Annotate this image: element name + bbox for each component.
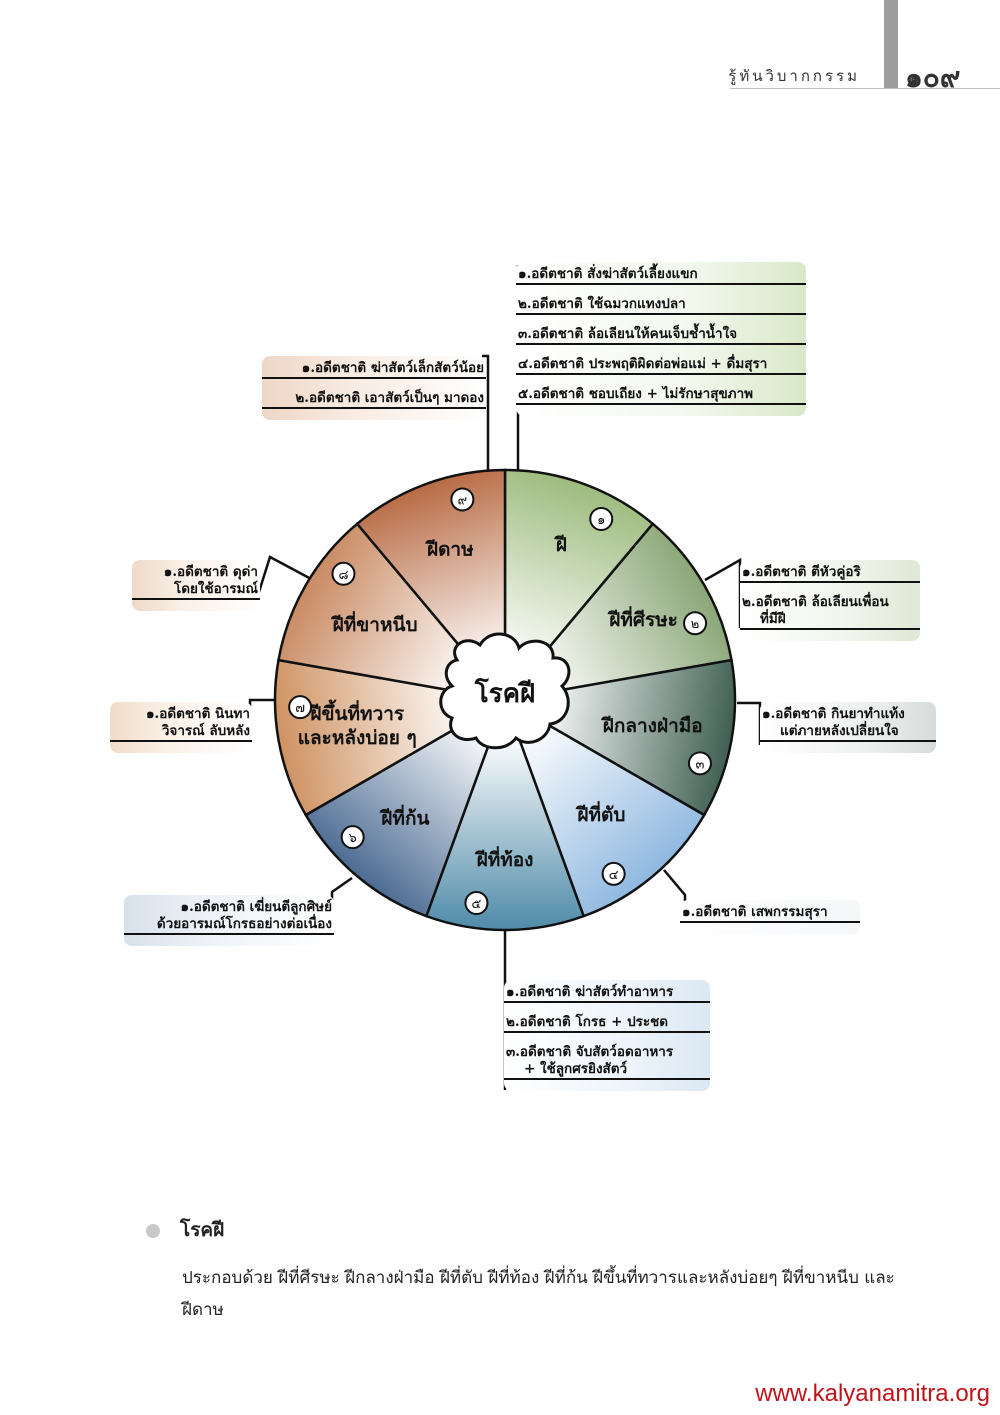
sector-label-6: ฝีที่ก้น bbox=[379, 805, 429, 830]
cause-text: แต่ภายหลังเปลี่ยนใจ bbox=[780, 723, 899, 739]
disease-wheel-diagram: ฝี ๑ฝีที่ศีรษะ ๒ฝีกลางฝ่ามือ๓ฝีที่ตับ๔ ฝีที… bbox=[248, 265, 762, 1090]
website-link[interactable]: www.kalyanamitra.org bbox=[755, 1380, 990, 1407]
cause-box-3: ๑.อดีตชาติ กินยาทำแท้งแต่ภายหลังเปลี่ยนใ… bbox=[760, 702, 936, 753]
cause-line: ๓.อดีตชาติ จับสัตว์อดอาหาร+ ใช้ลูกศรยิงส… bbox=[504, 1044, 710, 1080]
sector-number-5: ๕ bbox=[472, 897, 482, 912]
cause-line: ๑.อดีตชาติ ดุด่าโดยใช้อารมณ์ bbox=[132, 564, 260, 600]
sector-number-7: ๗ bbox=[295, 701, 305, 716]
center-cloud-shape bbox=[439, 632, 571, 750]
center-title: โรคฝี bbox=[474, 677, 536, 709]
header-divider bbox=[730, 88, 1000, 89]
sector-6 bbox=[304, 697, 508, 918]
cause-line: ๑.อดีตชาติ สั่งฆ่าสัตว์เลี้ยงแขก bbox=[516, 266, 806, 285]
sector-labels: ฝี ๑ฝีที่ศีรษะ ๒ฝีกลางฝ่ามือ๓ฝีที่ตับ๔ ฝีที… bbox=[288, 487, 712, 916]
book-title: รู้ทันวิบากกรรม bbox=[728, 67, 860, 85]
cause-box-8: ๑.อดีตชาติ ดุด่าโดยใช้อารมณ์ bbox=[132, 560, 260, 611]
cause-line: ๒.อดีตชาติ เอาสัตว์เป็นๆ มาดอง bbox=[262, 390, 486, 409]
cause-text: ๑.อดีตชาติ นินทา bbox=[145, 706, 250, 722]
cause-line: ๓.อดีตชาติ ล้อเลียนให้คนเจ็บช้ำน้ำใจ bbox=[516, 326, 806, 345]
sector-label-4: ฝีที่ตับ bbox=[575, 801, 625, 826]
cause-line: ๑.อดีตชาติ ฆ่าสัตว์ทำอาหาร bbox=[504, 984, 710, 1003]
connector-line-9 bbox=[482, 354, 490, 470]
cause-box-5: ๑.อดีตชาติ ฆ่าสัตว์ทำอาหาร๒.อดีตชาติ โกร… bbox=[504, 980, 710, 1091]
cause-box-4: ๑.อดีตชาติ เสพกรรมสุรา bbox=[680, 900, 860, 934]
cause-line: ๑.อดีตชาติ ฆ่าสัตว์เล็กสัตว์น้อย bbox=[262, 360, 486, 379]
sector-label-1: ฝี bbox=[554, 534, 567, 556]
sector-number-badge-9 bbox=[450, 487, 475, 512]
cause-box-6: ๑.อดีตชาติ เฆี่ยนตีลูกศิษย์ด้วยอารมณ์โกร… bbox=[124, 895, 334, 946]
page-number: ๑๐๙ bbox=[905, 61, 961, 94]
cause-text: ๔.อดีตชาติ ประพฤติผิดต่อพ่อแม่ + ดื่มสุร… bbox=[518, 356, 768, 372]
cause-text: วิจารณ์ ลับหลัง bbox=[161, 723, 250, 739]
cause-text: ด้วยอารมณ์โกรธอย่างต่อเนื่อง bbox=[156, 916, 332, 932]
sector-2 bbox=[501, 522, 733, 702]
sector-number-badge-8 bbox=[331, 561, 356, 586]
connector-line-6 bbox=[330, 876, 353, 935]
cause-text: ๑.อดีตชาติ ฆ่าสัตว์เล็กสัตว์น้อย bbox=[301, 360, 484, 376]
connector-line-8 bbox=[256, 555, 314, 596]
legend-text: ประกอบด้วย ฝีที่ศีรษะ ฝีกลางฝ่ามือ ฝีที่… bbox=[182, 1268, 895, 1320]
sector-label-3: ฝีกลางฝ่ามือ bbox=[601, 715, 703, 737]
sector-number-badge-6 bbox=[340, 825, 365, 850]
sector-number-badge-7 bbox=[288, 695, 313, 720]
sector-number-badge-4 bbox=[601, 861, 626, 886]
legend-bullet-icon bbox=[146, 1224, 160, 1238]
cause-text: ๒.อดีตชาติ ล้อเลียนเพื่อน bbox=[742, 594, 889, 610]
cause-line: ๑.อดีตชาติ นินทาวิจารณ์ ลับหลัง bbox=[110, 706, 252, 742]
cause-line: ๑.อดีตชาติ เฆี่ยนตีลูกศิษย์ด้วยอารมณ์โกร… bbox=[124, 899, 334, 935]
sector-label-8: ฝีที่ขาหนีบ bbox=[331, 611, 418, 636]
sector-4 bbox=[502, 697, 706, 918]
sector-5 bbox=[424, 696, 586, 932]
cause-text: ๑.อดีตชาติ เฆี่ยนตีลูกศิษย์ bbox=[180, 899, 333, 915]
sector-number-badge-1 bbox=[589, 506, 614, 531]
cause-text: ๒.อดีตชาติ ใช้ฉมวกแทงปลา bbox=[518, 296, 686, 312]
cause-text: ๕.อดีตชาติ ชอบเถียง + ไม่รักษาสุขภาพ bbox=[518, 386, 754, 402]
sector-number-badge-5 bbox=[464, 891, 489, 916]
header-bar bbox=[884, 0, 898, 88]
cause-box-7: ๑.อดีตชาติ นินทาวิจารณ์ ลับหลัง bbox=[110, 702, 252, 753]
sector-number-6: ๖ bbox=[349, 831, 357, 846]
sector-number-8: ๘ bbox=[338, 568, 348, 583]
sector-label-2: ฝีที่ศีรษะ bbox=[607, 606, 678, 631]
cause-text: + ใช้ลูกศรยิงสัตว์ bbox=[524, 1061, 628, 1077]
cause-text: ที่มีฝี bbox=[760, 611, 786, 627]
cause-line: ๔.อดีตชาติ ประพฤติผิดต่อพ่อแม่ + ดื่มสุร… bbox=[516, 356, 806, 375]
sector-label-9: ฝีดาษ bbox=[425, 539, 474, 561]
cause-text: โดยใช้อารมณ์ bbox=[173, 581, 258, 597]
sector-number-badge-2 bbox=[683, 611, 708, 636]
connector-line-3 bbox=[737, 701, 762, 745]
cause-text: ๒.อดีตชาติ เอาสัตว์เป็นๆ มาดอง bbox=[295, 390, 484, 406]
cause-box-9: ๑.อดีตชาติ ฆ่าสัตว์เล็กสัตว์น้อย๒.อดีตชา… bbox=[262, 356, 486, 420]
cause-line: ๑.อดีตชาติ ตีหัวคู่อริ bbox=[740, 564, 920, 583]
cause-text: ๒.อดีตชาติ โกรธ + ประชด bbox=[506, 1014, 669, 1030]
cause-text: ๑.อดีตชาติ กินยาทำแท้ง bbox=[762, 706, 905, 722]
sector-number-4: ๔ bbox=[609, 868, 619, 883]
cause-line: ๒.อดีตชาติ ใช้ฉมวกแทงปลา bbox=[516, 296, 806, 315]
sector-number-9: ๙ bbox=[458, 493, 468, 508]
cause-text: ๑.อดีตชาติ ดุด่า bbox=[163, 564, 258, 580]
cause-line: ๑.อดีตชาติ กินยาทำแท้งแต่ภายหลังเปลี่ยนใ… bbox=[760, 706, 936, 742]
cause-text: ๓.อดีตชาติ ล้อเลียนให้คนเจ็บช้ำน้ำใจ bbox=[518, 326, 738, 342]
cause-text: ๓.อดีตชาติ จับสัตว์อดอาหาร bbox=[506, 1044, 674, 1060]
cause-line: ๒.อดีตชาติ ล้อเลียนเพื่อนที่มีฝี bbox=[740, 594, 920, 630]
cause-text: ๑.อดีตชาติ สั่งฆ่าสัตว์เลี้ยงแขก bbox=[518, 266, 698, 282]
cause-text: ๑.อดีตชาติ ตีหัวคู่อริ bbox=[742, 564, 861, 580]
sector-number-2: ๒ bbox=[691, 617, 700, 632]
cause-box-1: ๑.อดีตชาติ สั่งฆ่าสัตว์เลี้ยงแขก๒.อดีตชา… bbox=[516, 262, 806, 416]
sector-label-7: ฝีขึ้นที่ทวารและหลังบ่อย ๆ bbox=[298, 699, 417, 749]
cause-line: ๒.อดีตชาติ โกรธ + ประชด bbox=[504, 1014, 710, 1033]
cause-box-2: ๑.อดีตชาติ ตีหัวคู่อริ๒.อดีตชาติ ล้อเลีย… bbox=[740, 560, 920, 641]
legend-title: โรคฝี bbox=[180, 1219, 225, 1241]
sector-number-1: ๑ bbox=[597, 513, 605, 528]
sector-label-5: ฝีที่ท้อง bbox=[475, 846, 534, 871]
sector-number-badge-3 bbox=[687, 751, 712, 776]
cause-text: ๑.อดีตชาติ เสพกรรมสุรา bbox=[682, 904, 828, 920]
connector-line-7 bbox=[248, 698, 276, 742]
cause-line: ๕.อดีตชาติ ชอบเถียง + ไม่รักษาสุขภาพ bbox=[516, 386, 806, 405]
cause-text: ๑.อดีตชาติ ฆ่าสัตว์ทำอาหาร bbox=[506, 984, 674, 1000]
cause-line: ๑.อดีตชาติ เสพกรรมสุรา bbox=[680, 904, 860, 923]
sector-number-3: ๓ bbox=[696, 757, 705, 772]
